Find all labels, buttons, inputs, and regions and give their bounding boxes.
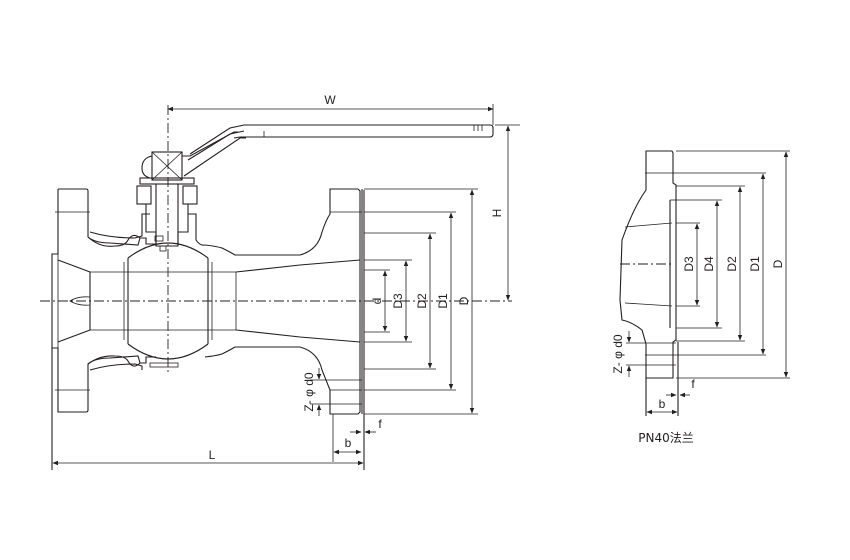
flange-dimension-d1: D1: [748, 173, 766, 355]
label-f: f: [378, 417, 382, 431]
stem-square: [151, 151, 183, 181]
flange-label-d4: D4: [702, 256, 716, 272]
flange-dimension-d3: D3: [682, 223, 700, 306]
flange-dimension-big-d: D: [771, 151, 789, 378]
left-flange: [51, 188, 156, 470]
label-d2: D2: [415, 293, 429, 309]
dimension-d1: D1: [436, 212, 454, 390]
dimension-bolt-holes: Z- φ d0: [302, 368, 362, 416]
label-d: d: [370, 298, 384, 305]
label-d3: D3: [391, 293, 405, 309]
flange-dimension-b: b: [646, 397, 678, 415]
label-big-d: D: [457, 296, 471, 305]
flange-label-b: b: [659, 397, 666, 411]
flange-caption: PN40法兰: [638, 431, 693, 445]
dimension-l: L: [52, 448, 364, 466]
dimension-d3: D3: [391, 260, 409, 342]
dimension-h: H: [490, 124, 520, 301]
label-h: H: [490, 209, 504, 218]
bore-tip: [69, 296, 91, 306]
dimension-b: b: [332, 414, 362, 462]
flange-dimension-bolt-holes: Z- φ d0: [611, 331, 646, 377]
flange-label-d3: D3: [682, 256, 696, 272]
dimension-big-d: D: [457, 189, 475, 414]
lever-handle: [187, 124, 494, 161]
dimension-w: W: [167, 93, 494, 125]
flange-label-d1: D1: [748, 256, 762, 272]
dimension-d: d: [370, 270, 388, 332]
ball: [90, 242, 236, 368]
label-b: b: [345, 436, 352, 450]
flange-detail-view: D3 D4 D2 D1 D Z- φ d0 b: [611, 150, 790, 445]
flange-label-big-d: D: [771, 259, 785, 268]
flange-dimension-d4: D4: [702, 200, 720, 328]
label-l: L: [209, 448, 216, 462]
flange-label-bolt-holes: Z- φ d0: [611, 334, 625, 373]
flange-dimension-f: f: [666, 377, 695, 398]
flange-label-f: f: [691, 377, 695, 391]
label-w: W: [324, 93, 336, 107]
flange-label-d2: D2: [725, 256, 739, 272]
label-d1: D1: [436, 293, 450, 309]
stem-assembly: [136, 131, 246, 252]
dimension-f: f: [350, 417, 382, 435]
flange-dimension-d2: D2: [725, 186, 743, 341]
label-bolt-holes: Z- φ d0: [302, 372, 316, 411]
valve-main-view: W H d D3 D2 D1: [40, 93, 520, 470]
dimension-d2: D2: [415, 233, 433, 369]
